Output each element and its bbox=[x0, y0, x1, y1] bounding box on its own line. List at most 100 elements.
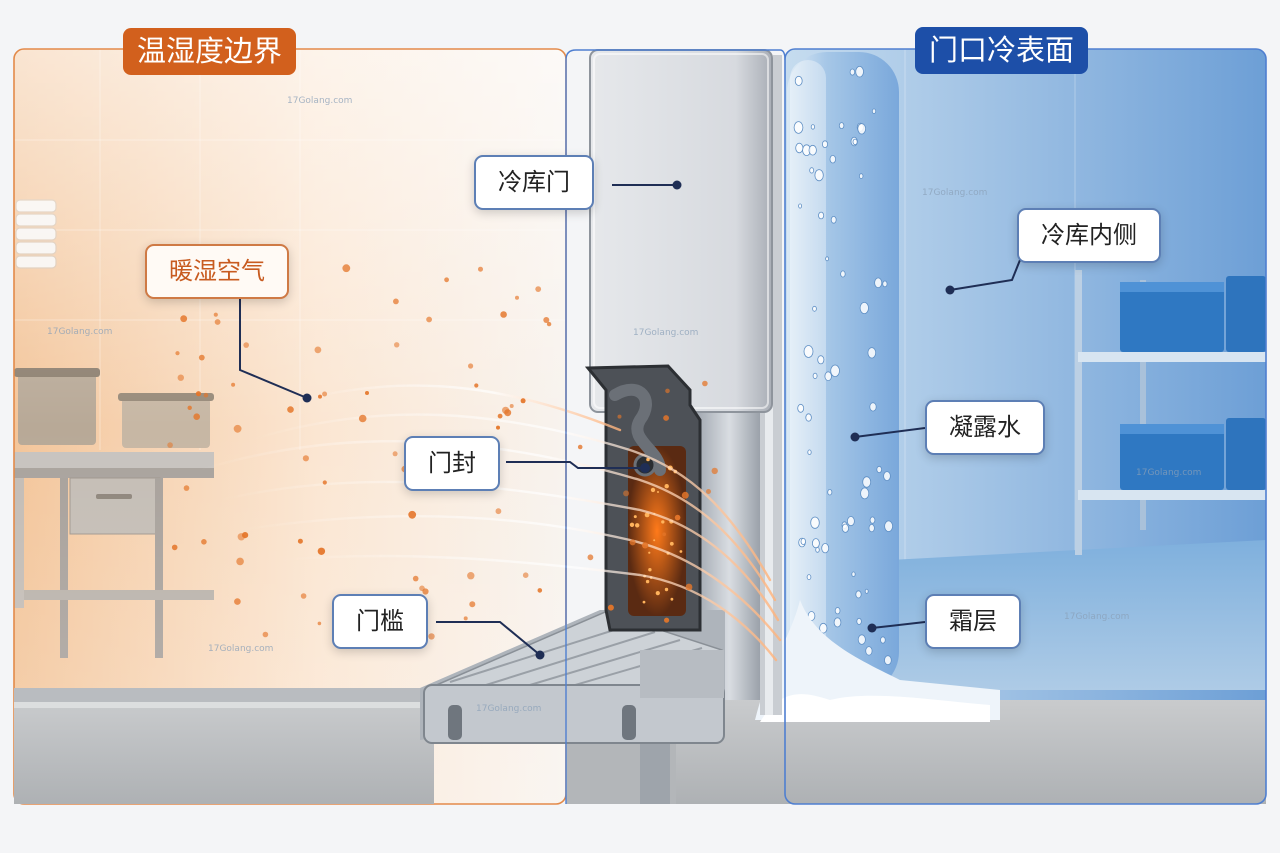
water-droplet bbox=[821, 543, 830, 554]
label-warm-humid-air: 暖湿空气 bbox=[145, 244, 289, 300]
moisture-particle bbox=[203, 392, 209, 398]
heat-spark bbox=[644, 512, 650, 518]
water-droplet bbox=[869, 402, 877, 412]
moisture-particle bbox=[231, 382, 236, 387]
moisture-particle bbox=[495, 508, 502, 515]
moisture-particle bbox=[412, 575, 419, 582]
moisture-particle bbox=[193, 413, 200, 421]
moisture-particle bbox=[496, 425, 500, 430]
water-droplet bbox=[880, 636, 886, 644]
moisture-particle bbox=[318, 394, 322, 399]
water-droplet bbox=[882, 280, 888, 288]
moisture-particle bbox=[463, 616, 468, 621]
watermark: 17Golang.com bbox=[1136, 468, 1202, 478]
leader-dots bbox=[302, 180, 955, 660]
water-droplet bbox=[871, 108, 877, 114]
label-door-seal: 门封 bbox=[404, 436, 500, 492]
moisture-particle bbox=[234, 598, 241, 605]
water-droplet bbox=[884, 520, 893, 532]
heat-spark bbox=[664, 484, 669, 489]
water-droplet bbox=[793, 121, 804, 134]
heat-spark bbox=[648, 568, 652, 572]
water-droplet bbox=[855, 65, 864, 78]
water-droplet bbox=[851, 571, 856, 577]
moisture-particle bbox=[393, 298, 399, 305]
watermark: 17Golang.com bbox=[287, 96, 353, 106]
water-droplet bbox=[857, 634, 866, 645]
water-droplet bbox=[794, 75, 803, 86]
heat-spark bbox=[669, 541, 674, 546]
moisture-particle bbox=[243, 342, 249, 348]
label-threshold: 门槛 bbox=[332, 594, 428, 650]
water-droplet bbox=[797, 403, 805, 413]
water-droplet bbox=[884, 655, 892, 666]
watermark: 17Golang.com bbox=[476, 704, 542, 714]
moisture-particle bbox=[468, 363, 474, 369]
water-droplet bbox=[825, 256, 829, 262]
water-droplet bbox=[841, 523, 850, 533]
moisture-particle bbox=[365, 391, 369, 395]
moisture-particle bbox=[577, 444, 583, 450]
watermark: 17Golang.com bbox=[922, 188, 988, 198]
heat-spark bbox=[629, 522, 635, 527]
moisture-particle bbox=[535, 286, 542, 292]
water-droplet bbox=[800, 538, 806, 546]
water-droplet bbox=[810, 516, 820, 529]
moisture-particle bbox=[195, 391, 202, 397]
water-droplet bbox=[808, 144, 817, 156]
moisture-particle bbox=[623, 490, 630, 497]
water-droplet bbox=[847, 516, 855, 527]
water-droplet bbox=[815, 547, 820, 553]
moisture-particle bbox=[617, 414, 622, 419]
water-droplet bbox=[798, 203, 802, 209]
water-droplet bbox=[865, 646, 873, 656]
water-droplet bbox=[830, 216, 837, 224]
water-droplet bbox=[860, 487, 870, 500]
water-droplet bbox=[856, 617, 862, 625]
water-droplet bbox=[805, 413, 812, 422]
water-droplet bbox=[810, 124, 816, 130]
heat-spark bbox=[655, 591, 660, 596]
moisture-particle bbox=[198, 354, 205, 361]
moisture-particle bbox=[297, 538, 303, 544]
moisture-particle bbox=[662, 532, 667, 537]
water-droplet bbox=[822, 140, 829, 149]
moisture-particle bbox=[543, 317, 550, 323]
moisture-particle bbox=[171, 544, 178, 551]
water-droplet bbox=[859, 173, 864, 179]
water-droplet bbox=[855, 590, 862, 599]
moisture-particle bbox=[314, 346, 322, 354]
moisture-particle bbox=[546, 321, 552, 327]
moisture-particle bbox=[711, 467, 718, 475]
water-droplet bbox=[830, 364, 840, 378]
moisture-particle bbox=[469, 601, 476, 608]
heat-spark bbox=[664, 587, 669, 592]
watermark: 17Golang.com bbox=[47, 327, 113, 337]
storage-shelf bbox=[1075, 270, 1266, 555]
moisture-particle bbox=[394, 342, 400, 348]
heat-spark bbox=[657, 491, 659, 493]
moisture-particle bbox=[236, 557, 244, 566]
panel-title-humidity-boundary: 温湿度边界 bbox=[123, 28, 297, 75]
moisture-particle bbox=[175, 351, 180, 356]
moisture-particle bbox=[392, 451, 398, 457]
moisture-particle bbox=[674, 514, 681, 521]
moisture-particle bbox=[706, 489, 711, 494]
moisture-particle bbox=[444, 277, 449, 283]
moisture-particle bbox=[233, 424, 242, 433]
water-droplet bbox=[883, 471, 891, 482]
watermark: 17Golang.com bbox=[208, 644, 274, 654]
water-droplet bbox=[806, 574, 812, 580]
moisture-particle bbox=[342, 264, 351, 273]
moisture-particle bbox=[213, 312, 218, 317]
water-droplet bbox=[803, 345, 814, 358]
moisture-particle bbox=[214, 319, 221, 325]
water-droplet bbox=[862, 476, 872, 488]
moisture-particle bbox=[522, 572, 529, 578]
moisture-particle bbox=[587, 554, 594, 561]
water-droplet bbox=[864, 588, 869, 594]
moisture-particle bbox=[685, 583, 693, 591]
water-droplet bbox=[833, 617, 842, 628]
moisture-particle bbox=[664, 617, 670, 623]
